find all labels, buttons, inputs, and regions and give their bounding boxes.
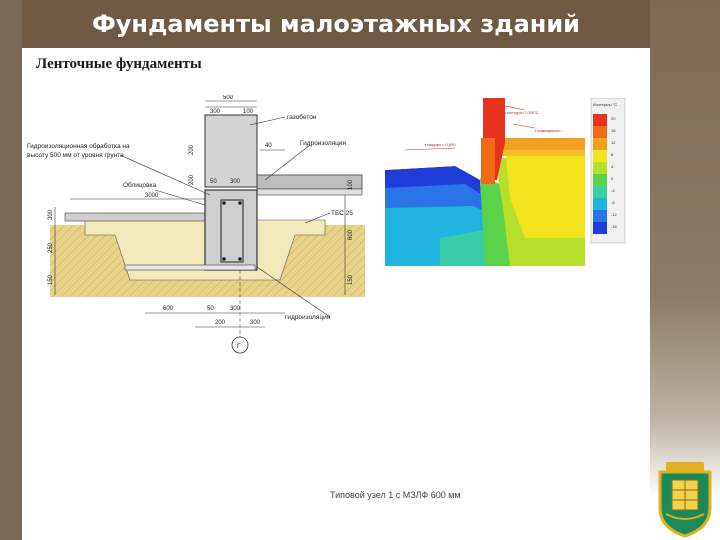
university-emblem: [658, 462, 712, 538]
blind-area: [64, 212, 206, 222]
heat-label-b: t помещения=...: [535, 128, 564, 133]
label-axis: Г: [237, 343, 241, 350]
scale-value: -12: [611, 212, 618, 217]
rebar-cage: [220, 199, 244, 263]
scale-value: 12: [611, 140, 616, 145]
heat-label-a: t контура=7,000°C: [505, 110, 539, 115]
scale-value: 16: [611, 128, 616, 133]
dim-500: 500: [223, 95, 234, 101]
label-oblicovka: Облицовка: [123, 181, 157, 189]
dim-200a: 200: [189, 144, 195, 155]
dim-300b: 300: [230, 179, 241, 185]
dim-600b: 600: [163, 306, 174, 312]
wall-block: [204, 114, 258, 188]
zone-yellow: [505, 148, 585, 238]
slide-title: Фундаменты малоэтажных зданий: [22, 0, 650, 48]
scale-value: 20: [611, 116, 616, 121]
label-tbs: ТБС 25: [331, 210, 353, 217]
zone-light-orange: [495, 150, 585, 156]
heat-label-c: t наружн.=-0,000: [425, 142, 456, 147]
dim-40: 40: [265, 143, 272, 149]
dim-200b: 200: [189, 174, 195, 185]
dim-300a: 300: [210, 109, 221, 115]
figure-caption: Типовой узел 1 с МЗЛФ 600 мм: [330, 490, 461, 500]
scale-value: 0: [611, 176, 614, 181]
dim-300c: 300: [48, 209, 54, 220]
label-gidro-obrabotka-1: Гидроизоляционная обработка на: [27, 142, 130, 150]
label-gidro-bottom: гидроизоляция: [285, 314, 331, 321]
zone-orange: [495, 138, 585, 150]
color-scale: Изотермы °С 20 16 12 8 4 0 -4 -8 -12 -16: [590, 98, 626, 244]
right-decor-panel: [650, 0, 720, 540]
dim-300d: 300: [230, 306, 241, 312]
dim-50: 50: [210, 179, 217, 185]
dim-3000: 3000: [145, 193, 159, 199]
slide-subtitle: Ленточные фундаменты: [36, 56, 202, 72]
base-insulation: [124, 264, 256, 271]
dim-250: 250: [48, 242, 54, 253]
dim-150b: 150: [348, 274, 354, 285]
floor-layer: [256, 174, 363, 190]
scale-value: -8: [611, 200, 615, 205]
scale-value: 4: [611, 164, 614, 169]
scale-value: -16: [611, 224, 618, 229]
label-gazobeton: газобетон: [287, 113, 317, 121]
surface-white: [385, 146, 481, 170]
dim-200c: 200: [215, 320, 226, 326]
dim-300e: 300: [250, 320, 261, 326]
dim-100b: 100: [348, 179, 354, 190]
scale-title: Изотермы °С: [593, 102, 617, 107]
dim-600a: 600: [348, 229, 354, 240]
label-gidroizolyaciya: Гидроизоляция: [300, 140, 346, 147]
left-decor-bar: [0, 0, 22, 540]
foundation-drawing: газобетон Гидроизоляция Гидроизоляционна…: [27, 95, 365, 354]
dim-100: 100: [243, 109, 254, 115]
zone-orange-wall: [481, 138, 495, 184]
dim-150a: 150: [48, 274, 54, 285]
scale-value: -4: [611, 188, 615, 193]
label-gidro-obrabotka-2: высоту 500 мм от уровня грунта: [27, 152, 124, 159]
floor-insulation: [256, 188, 363, 196]
strip-foundation: [204, 189, 258, 271]
scale-value: 8: [611, 152, 614, 157]
dim-50b: 50: [207, 306, 214, 312]
thermal-field-image: t контура=7,000°C t помещения=... t нару…: [385, 98, 626, 266]
